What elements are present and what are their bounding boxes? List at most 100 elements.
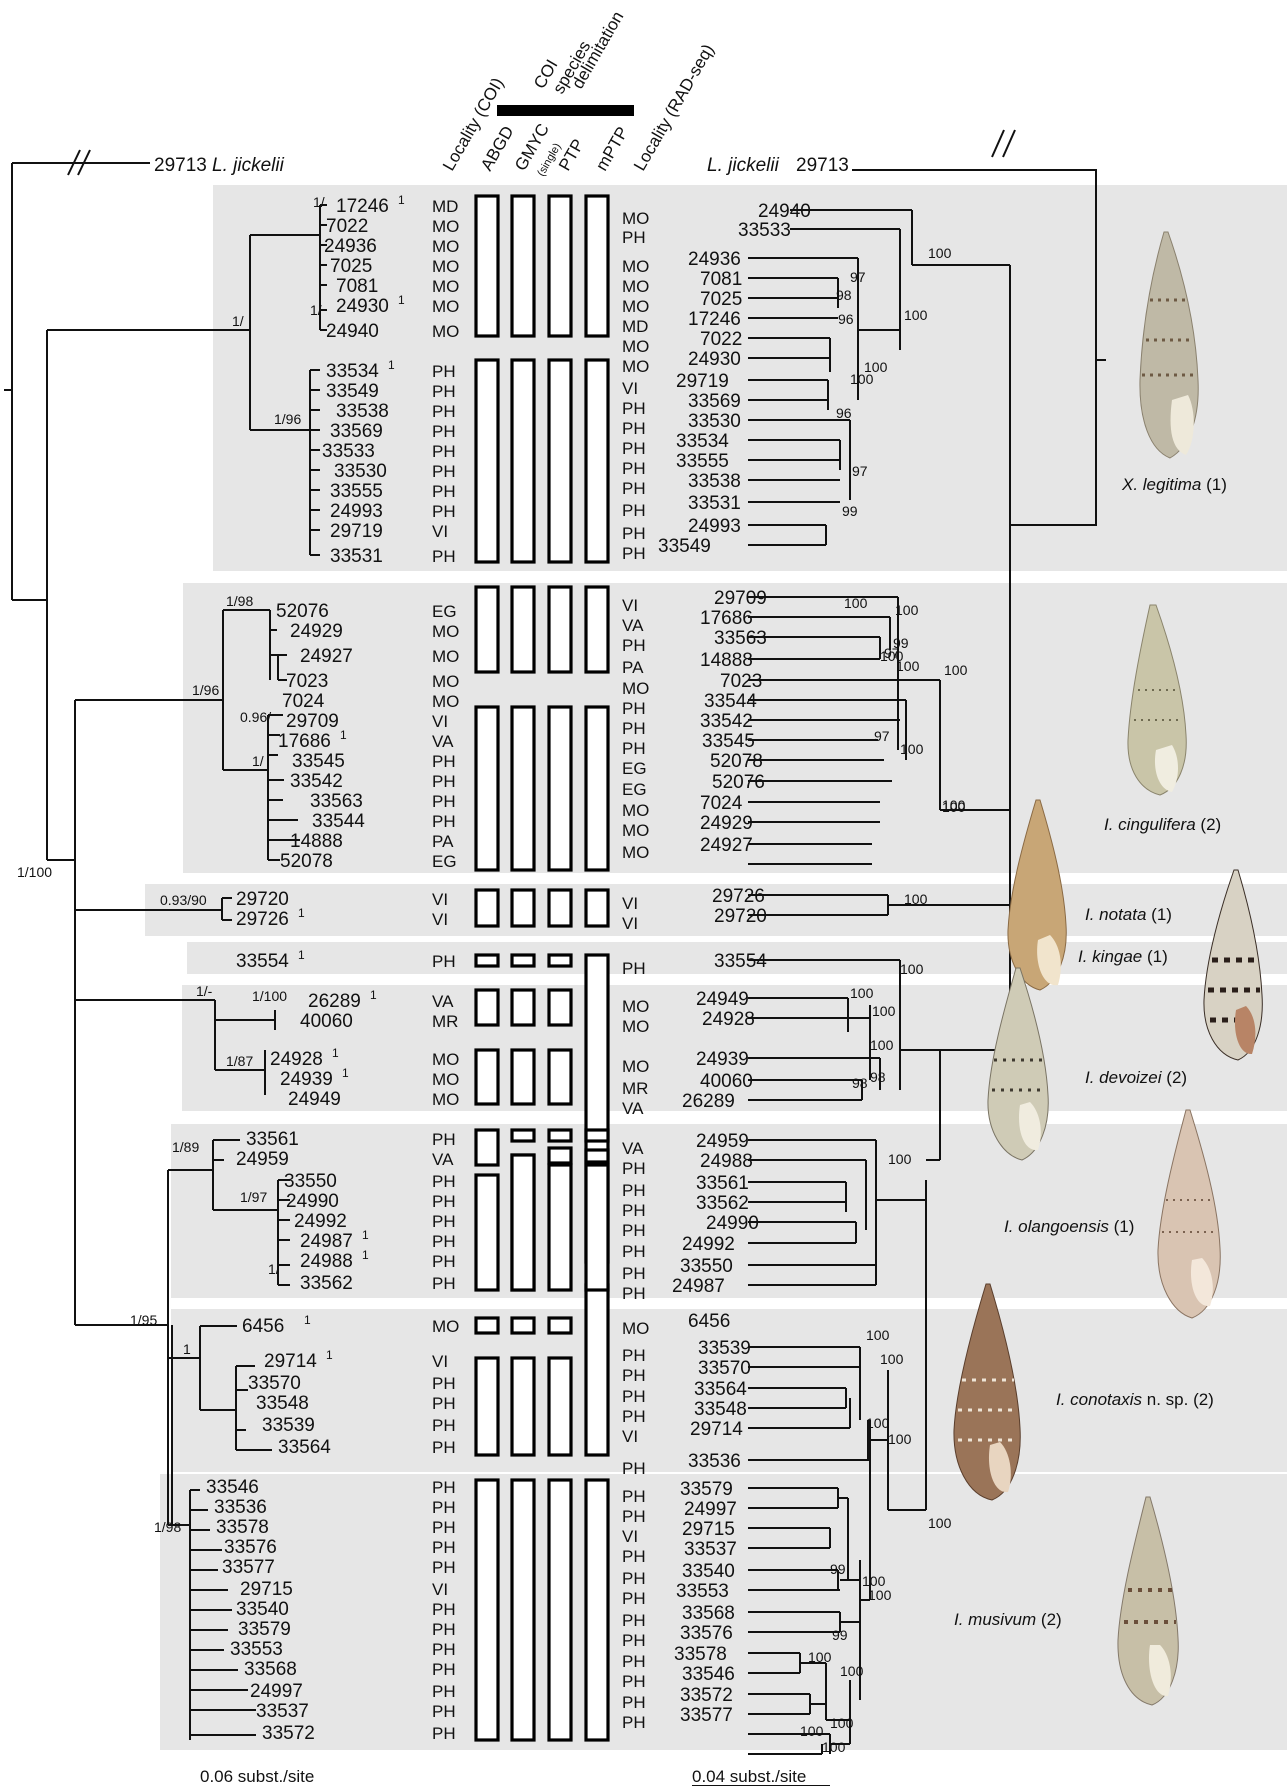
rad-support: 97 [874, 728, 890, 744]
rad-tip-label: 17246 [688, 309, 741, 330]
rad-locality: PH [622, 636, 646, 655]
column-headers: Locality (COI) ABGD GMYC (single) PTP mP… [439, 8, 718, 178]
coi-locality: PH [432, 502, 456, 521]
rad-tip-label: 40060 [700, 1071, 753, 1092]
rad-locality: PH [622, 1284, 646, 1303]
rad-tip-label: 24929 [700, 813, 753, 834]
coi-support: 1/ [252, 753, 264, 769]
rad-tip-label: 33534 [676, 431, 729, 452]
rad-support: 100 [944, 662, 968, 678]
rad-tip-label: 52078 [710, 751, 763, 772]
delimitation-box [586, 1130, 608, 1141]
scale-left-label: 0.06 subst./site [200, 1767, 314, 1786]
coi-tip-label: 33577 [222, 1557, 275, 1578]
rad-locality: MO [622, 821, 649, 840]
rad-support: 100 [850, 985, 874, 1001]
delimitation-box [476, 1130, 498, 1165]
rad-tip-label: 33538 [688, 471, 741, 492]
coi-locality: PH [432, 1498, 456, 1517]
delimitation-box [549, 890, 571, 926]
delimitation-box [476, 1358, 498, 1455]
coi-tip-superscript: 1 [398, 293, 405, 307]
rad-support: 100 [928, 245, 952, 261]
delimitation-box [512, 707, 534, 870]
species-label: I. kingae (1) [1078, 947, 1168, 966]
rad-tip-label: 7023 [720, 671, 762, 692]
delimitation-box [549, 1318, 571, 1333]
coi-tip-label: 52078 [280, 851, 333, 872]
rad-locality: PH [622, 1631, 646, 1650]
delimitation-box [586, 1165, 608, 1290]
coi-locality: PH [432, 1172, 456, 1191]
rad-locality: MO [622, 1319, 649, 1338]
rad-locality: PH [622, 1547, 646, 1566]
coi-locality: PH [432, 1660, 456, 1679]
rad-locality: PH [622, 1652, 646, 1671]
rad-locality: PH [622, 739, 646, 758]
coi-tip-label: 33564 [278, 1437, 331, 1458]
species-label: I. musivum (2) [954, 1610, 1062, 1629]
rad-locality: PH [622, 1201, 646, 1220]
delimitation-box [549, 1165, 571, 1290]
coi-locality: PH [432, 1702, 456, 1721]
coi-support: 1/ [268, 1261, 280, 1277]
rad-locality: PH [622, 1221, 646, 1240]
coi-locality: PH [432, 442, 456, 461]
rad-tip-label: 33533 [738, 220, 791, 241]
rad-locality: VI [622, 1527, 638, 1546]
delimitation-box [512, 990, 534, 1025]
coi-tip-superscript: 1 [304, 1313, 311, 1327]
rad-locality: MO [622, 801, 649, 820]
coi-support: 1/96 [274, 411, 301, 427]
rad-locality: VA [622, 1099, 644, 1118]
coi-tip-label: 7025 [330, 256, 372, 277]
coi-tip-label: 24940 [326, 321, 379, 342]
rad-tip-label: 33531 [688, 493, 741, 514]
coi-locality: EG [432, 602, 457, 621]
delimitation-box [586, 1150, 608, 1162]
coi-tip-superscript: 1 [298, 906, 305, 920]
rad-tip-label: 24990 [706, 1213, 759, 1234]
coi-tip-label: 33536 [214, 1497, 267, 1518]
rad-tip-label: 24927 [700, 835, 753, 856]
rad-support: 100 [888, 1151, 912, 1167]
delimitation-box [549, 990, 571, 1025]
rad-tip-label: 29726 [712, 886, 765, 907]
rad-support: 100 [862, 1573, 886, 1589]
rad-locality: PH [622, 419, 646, 438]
rad-locality: PH [622, 1672, 646, 1691]
rad-tip-label: 33544 [704, 691, 757, 712]
rad-support: 100 [888, 1431, 912, 1447]
species-label: I. notata (1) [1085, 905, 1172, 924]
coi-locality: VI [432, 522, 448, 541]
rad-tip-label: 33553 [676, 1581, 729, 1602]
rad-locality-column: MOPHMOMOMOMDMOMOVIPHPHPHPHPHPHPHPHVIVAPH… [622, 209, 649, 1732]
coi-tip-superscript: 1 [388, 358, 395, 372]
rad-tip-label: 24992 [682, 1234, 735, 1255]
coi-tip-label: 33561 [246, 1129, 299, 1150]
rad-tip-label: 52076 [712, 772, 765, 793]
delimitation-box [549, 360, 571, 562]
coi-support: 1/97 [240, 1189, 267, 1205]
coi-support: 1/- [196, 983, 213, 999]
delimitation-box [512, 1050, 534, 1104]
coi-tip-label: 33545 [292, 751, 345, 772]
coi-tip-label: 24959 [236, 1149, 289, 1170]
rad-locality: PH [622, 1713, 646, 1732]
coi-locality: PH [432, 1274, 456, 1293]
coi-locality: VI [432, 1352, 448, 1371]
rad-tip-label: 33562 [696, 1193, 749, 1214]
coi-tip-superscript: 1 [362, 1228, 369, 1242]
rad-locality: PH [622, 1264, 646, 1283]
header-ptp: PTP [555, 136, 588, 174]
coi-locality: MO [432, 647, 459, 666]
rad-locality: MO [622, 843, 649, 862]
rad-support: 100 [895, 602, 919, 618]
rad-locality: PH [622, 959, 646, 978]
delimitation-box [549, 1130, 571, 1141]
coi-locality: PH [432, 1558, 456, 1577]
rad-support: 100 [866, 1415, 890, 1431]
delimitation-box [512, 1480, 534, 1740]
coi-locality: PH [432, 462, 456, 481]
rad-tip-label: 33577 [680, 1705, 733, 1726]
